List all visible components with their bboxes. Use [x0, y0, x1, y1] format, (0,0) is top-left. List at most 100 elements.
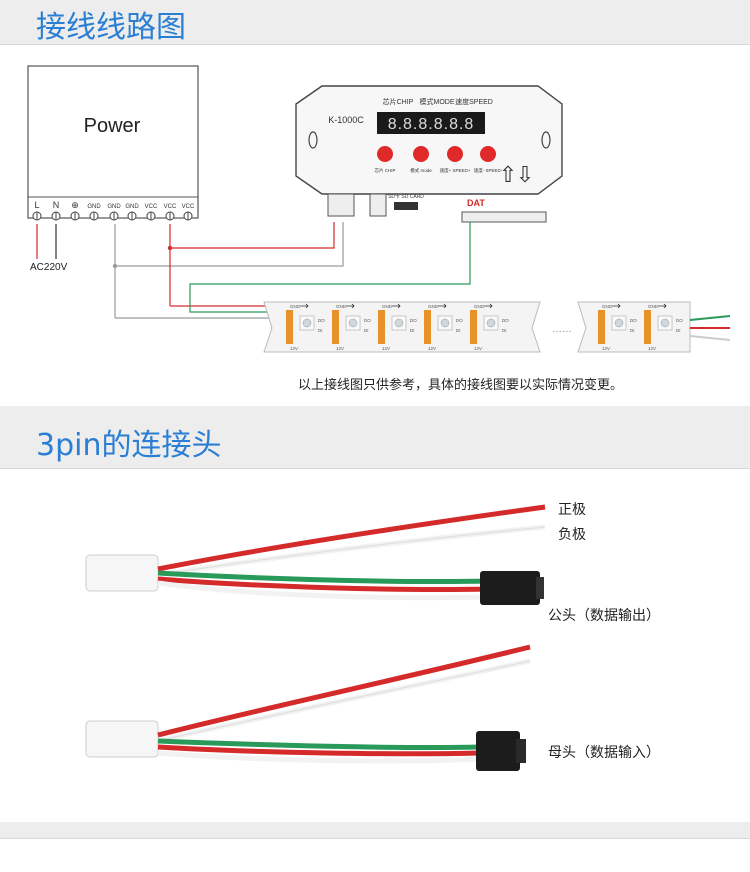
strip-pad-label: 12V — [474, 346, 482, 351]
strip-pad-label: 12V — [428, 346, 436, 351]
data-direction-arrow-icon — [346, 303, 355, 309]
data-direction-arrow-icon — [612, 303, 621, 309]
data-direction-arrow-icon — [658, 303, 667, 309]
strip-pad-label: GND — [648, 304, 659, 309]
section-header-connector: 3pin的连接头 — [0, 406, 750, 469]
female-connector-head — [476, 731, 520, 771]
data-direction-arrow-icon — [300, 303, 309, 309]
wiring-diagram: Power L N ⊕ GND GND GND VCC VCC VCC 芯片CHIP 模式MOD… — [27, 65, 731, 353]
controller-button[interactable] — [377, 146, 393, 162]
strip-pad-label: DI — [318, 328, 323, 333]
strip-pad-label: DO — [630, 318, 637, 323]
terminal-label: VCC — [164, 204, 177, 210]
terminal-label: GND — [107, 204, 121, 210]
terminal-label: GND — [87, 204, 101, 210]
terminal-label: L — [34, 200, 39, 210]
sd-card-slot — [394, 202, 418, 210]
terminal-label: GND — [125, 204, 139, 210]
strip-pad — [598, 310, 605, 344]
strip-pad-label: GND — [382, 304, 393, 309]
female-label: 母头（数据输入） — [548, 745, 660, 761]
strip-pad — [470, 310, 477, 344]
mount-hole-left — [308, 131, 318, 149]
wiring-note: 以上接线图只供参考，具体的接线图要以实际情况变更。 — [298, 378, 624, 393]
led-strip: …… GND 12V DO DI GND 12V DO DI GND 12V DO DI GND 12V D… — [263, 301, 731, 353]
output-connector — [461, 211, 547, 223]
connector-illustration — [85, 504, 546, 771]
strip-pad — [286, 310, 293, 344]
controller-header-speed: 速度SPEED — [455, 97, 493, 106]
controller-header-chip: 芯片CHIP — [383, 97, 414, 106]
strip-pad-label: DO — [502, 318, 509, 323]
controller: 芯片CHIP 模式MODE 速度SPEED K-1000C 8.8.8.8.8.… — [295, 85, 563, 223]
controller-header-mode: 模式MODE — [420, 97, 455, 106]
strip-pad-label: 12V — [336, 346, 344, 351]
data-direction-arrow-icon — [438, 303, 447, 309]
section-header-wiring: 接线线路图 — [0, 0, 750, 45]
strip-pad-label: DO — [364, 318, 371, 323]
controller-button-label: 速度- SPEED- — [474, 167, 503, 174]
male-connector-head — [480, 571, 540, 605]
strip-pad — [332, 310, 339, 344]
sd-card-label: SD卡 SD CARD — [388, 193, 424, 200]
strip-pad-label: DO — [676, 318, 683, 323]
positive-label: 正极 — [558, 502, 586, 518]
strip-pad-label: DI — [630, 328, 635, 333]
strip-pad-label: DO — [410, 318, 417, 323]
segment-display — [377, 112, 485, 134]
controller-button[interactable] — [480, 146, 496, 162]
terminal-label: ⊕ — [71, 200, 79, 210]
strip-pad — [644, 310, 651, 344]
controller-model: K-1000C — [328, 115, 364, 125]
mount-hole-right — [541, 131, 551, 149]
controller-button[interactable] — [413, 146, 429, 162]
section-title-wiring: 接线线路图 — [36, 10, 186, 45]
power-supply: Power L N ⊕ GND GND GND VCC VCC VCC — [27, 65, 199, 221]
terminal-label: VCC — [145, 204, 158, 210]
down-arrow-icon: ⇩ — [516, 162, 534, 187]
strip-pad-label: 12V — [382, 346, 390, 351]
male-label: 公头（数据输出） — [548, 608, 660, 624]
segment-display-digits: 8.8.8.8.8.8 — [388, 116, 475, 133]
power-input-connector — [327, 193, 355, 217]
strip-pad-label: DI — [410, 328, 415, 333]
strip-pad-label: DO — [318, 318, 325, 323]
strip-pad-label: DI — [364, 328, 369, 333]
strip-pad-label: GND — [602, 304, 613, 309]
controller-button[interactable] — [447, 146, 463, 162]
strip-pad-label: GND — [336, 304, 347, 309]
strip-pad — [424, 310, 431, 344]
strip-pad-label: DO — [456, 318, 463, 323]
strip-pad — [378, 310, 385, 344]
status-connector — [369, 193, 387, 217]
terminal-label: N — [53, 200, 60, 210]
terminal-label: VCC — [182, 204, 195, 210]
strip-end-wires — [689, 315, 731, 341]
strip-pad-label: GND — [428, 304, 439, 309]
power-label: Power — [84, 115, 141, 137]
ac-label: AC220V — [30, 262, 68, 273]
female-cable-sleeve — [85, 720, 159, 758]
male-cable — [85, 504, 546, 605]
controller-button-label: 速度+ SPEED+ — [440, 167, 471, 174]
data-direction-arrow-icon — [484, 303, 493, 309]
female-cable — [85, 644, 531, 771]
strip-pad-label: DI — [676, 328, 681, 333]
male-cable-sleeve — [85, 554, 159, 592]
negative-label: 负极 — [558, 527, 586, 543]
section-header-next — [0, 822, 750, 839]
strip-pad-label: GND — [474, 304, 485, 309]
strip-pad-label: 12V — [602, 346, 610, 351]
strip-pad-label: DI — [456, 328, 461, 333]
controller-button-label: 芯片 CHIP — [374, 167, 395, 174]
section-title-connector: 3pin的连接头 — [36, 428, 222, 463]
strip-pad-label: 12V — [648, 346, 656, 351]
strip-pad-label: DI — [502, 328, 507, 333]
controller-button-label: 模式 mode — [410, 167, 432, 174]
strip-pad-label: GND — [290, 304, 301, 309]
strip-ellipsis: …… — [552, 324, 572, 335]
dat-label: DAT — [467, 198, 485, 208]
data-direction-arrow-icon — [392, 303, 401, 309]
up-arrow-icon: ⇧ — [499, 162, 517, 187]
strip-pad-label: 12V — [290, 346, 298, 351]
